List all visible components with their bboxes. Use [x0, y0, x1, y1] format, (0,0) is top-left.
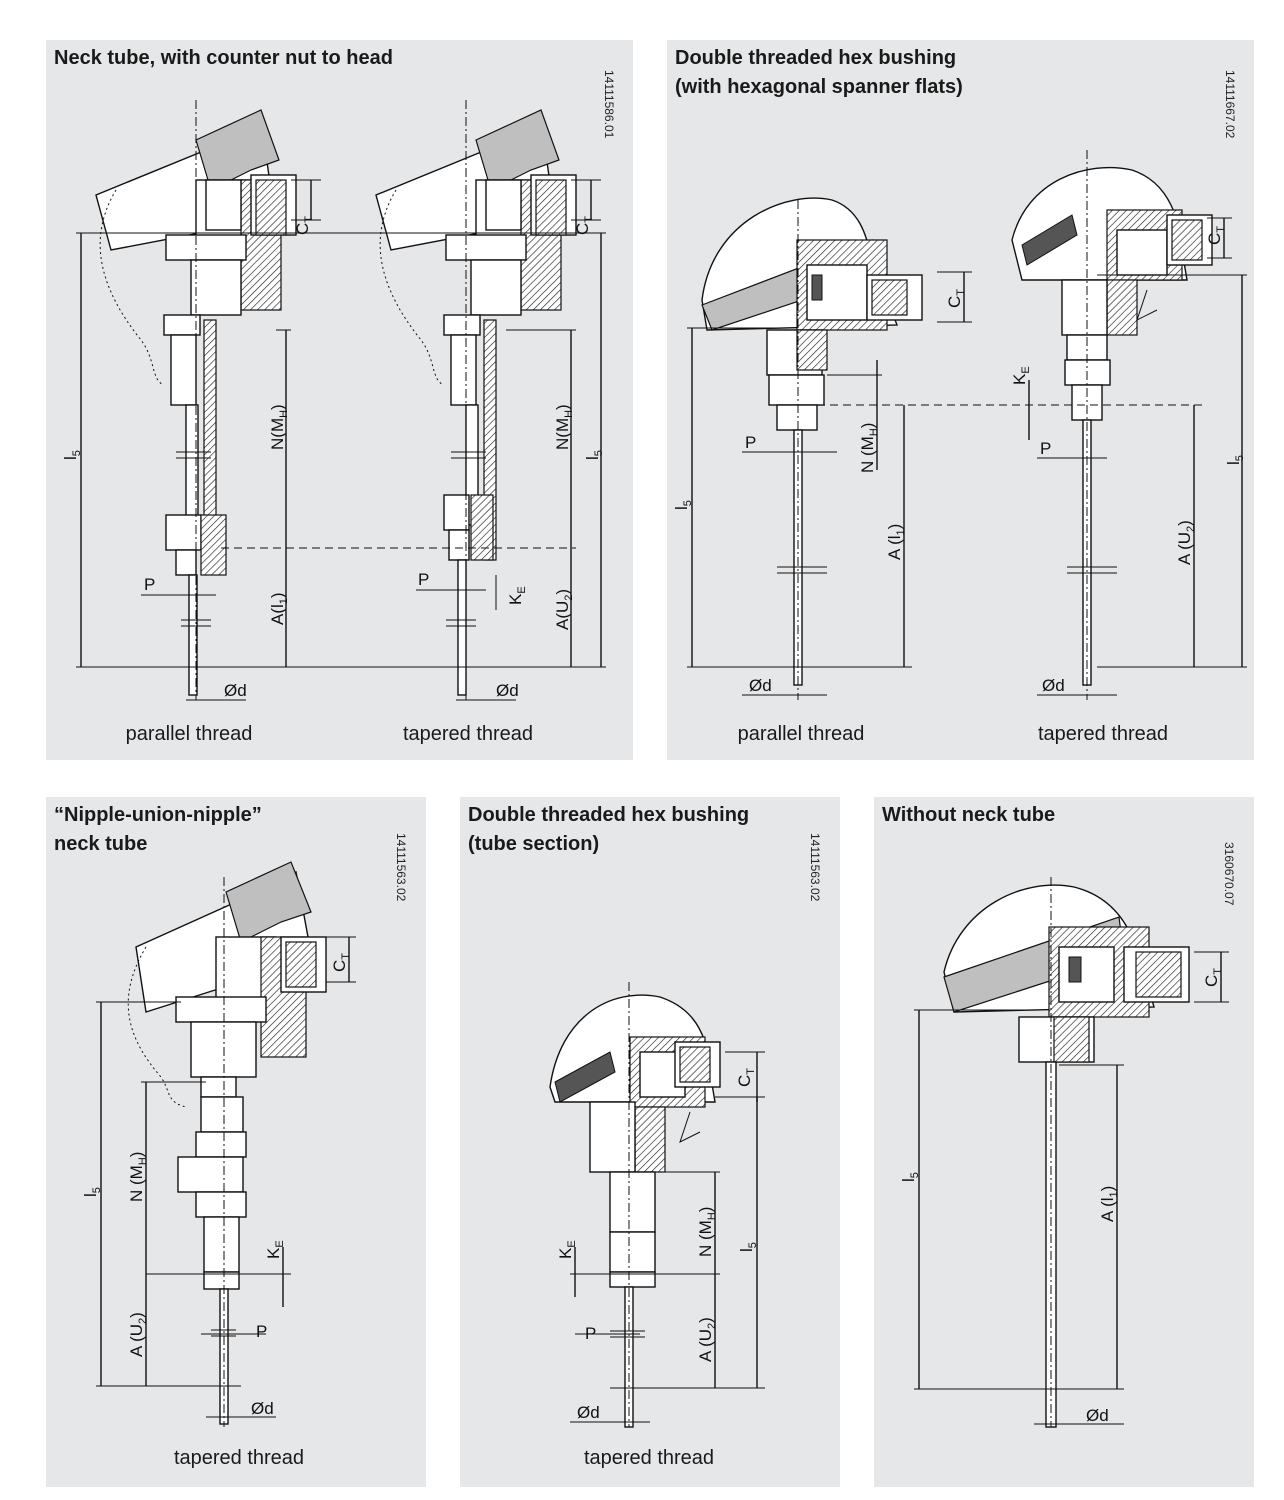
drawing-neck-tube-counter-nut: CT CT l5 l5 N(MH) N(MH) A(l1) A(U2) KE P…: [61, 100, 606, 701]
caption-tapered-thread: tapered thread: [173, 1447, 305, 1469]
label-a-l1: A (l1): [1098, 1186, 1120, 1222]
caption-parallel-thread: parallel thread: [737, 723, 865, 745]
label-ct: CT: [1202, 968, 1224, 987]
label-p: P: [585, 1324, 596, 1343]
drawing-hex-bushing-spanner-flats: CT CT l5 l5 N (MH) A (l1) A (U2) KE P P …: [672, 150, 1247, 700]
label-ct: CT: [293, 216, 315, 235]
panel-title: Double threaded hex bushing(with hexagon…: [675, 47, 963, 98]
label-a-u2: A (U2): [1175, 520, 1197, 565]
panel-nipple-union-nipple: “Nipple-union-nipple”neck tube 14111563.…: [46, 797, 426, 1487]
drawing-nipple-union-nipple: CT l5 N (MH) A (U2) KE P Ød: [81, 861, 356, 1427]
panel-title: “Nipple-union-nipple”neck tube: [54, 804, 262, 855]
label-ls: l5: [737, 1242, 759, 1252]
label-phi-d: Ød: [577, 1403, 600, 1422]
thermometer-tapered-thread: [1011, 150, 1213, 700]
caption-tapered-thread: tapered thread: [1037, 723, 1169, 745]
thermometer-tapered-thread: [127, 861, 327, 1427]
label-phi-d: Ød: [496, 681, 519, 700]
thermometer-parallel-thread: [701, 197, 923, 700]
label-p: P: [745, 433, 756, 452]
caption-tapered-thread: tapered thread: [583, 1447, 715, 1469]
label-a-u2: A(U2): [553, 589, 575, 630]
label-ls: l5: [899, 1172, 921, 1182]
label-phi-d: Ød: [1086, 1406, 1109, 1425]
thermometer-tapered-thread: [375, 100, 577, 700]
drawing-hex-bushing-tube-section: CT l5 N (MH) A (U2) KE P Ød: [549, 982, 765, 1428]
label-ls: l5: [1224, 455, 1246, 465]
dimensions: [76, 179, 606, 701]
thermometer-tapered-thread: [549, 982, 721, 1428]
label-ct: CT: [1205, 226, 1227, 245]
label-ls: l5: [583, 450, 605, 460]
caption-tapered-thread: tapered thread: [402, 723, 534, 745]
label-a-u2: A (U2): [696, 1317, 718, 1362]
label-a-u2: A (U2): [127, 1312, 149, 1357]
label-n-mh: N (MH): [858, 423, 880, 473]
label-a-l1: A (l1): [885, 524, 907, 560]
label-ls: l5: [672, 500, 694, 510]
label-ct: CT: [330, 953, 352, 972]
dimensions: [570, 1051, 765, 1423]
label-ke: KE: [556, 1240, 578, 1259]
label-ke: KE: [1010, 366, 1032, 385]
label-ke: KE: [506, 586, 528, 605]
label-p: P: [1040, 439, 1051, 458]
label-p: P: [256, 1322, 267, 1341]
label-n-mh: N(MH): [268, 404, 290, 450]
thermometer-without-neck-tube: [943, 877, 1190, 1428]
label-n-mh: N(MH): [553, 404, 575, 450]
label-phi-d: Ød: [224, 681, 247, 700]
label-ls: l5: [81, 1187, 103, 1197]
label-ls: l5: [61, 450, 83, 460]
dimensions: [96, 936, 356, 1418]
caption-parallel-thread: parallel thread: [125, 723, 253, 745]
label-phi-d: Ød: [251, 1399, 274, 1418]
panel-hex-bushing-spanner-flats: Double threaded hex bushing(with hexagon…: [667, 40, 1254, 760]
label-p: P: [418, 570, 429, 589]
label-n-mh: N (MH): [696, 1207, 718, 1257]
label-ct: CT: [945, 289, 967, 308]
label-p: P: [144, 575, 155, 594]
label-n-mh: N (MH): [127, 1152, 149, 1202]
dimensions: [687, 217, 1247, 696]
panel-title: Double threaded hex bushing(tube section…: [468, 804, 750, 855]
label-ct: CT: [573, 216, 595, 235]
label-phi-d: Ød: [1042, 676, 1065, 695]
panel-hex-bushing-tube-section: Double threaded hex bushing(tube section…: [460, 797, 840, 1487]
label-phi-d: Ød: [749, 676, 772, 695]
thermometer-parallel-thread: [95, 100, 297, 700]
dimensions: [914, 951, 1229, 1425]
drawing-without-neck-tube: CT l5 A (l1) Ød: [899, 877, 1229, 1428]
panel-title: Without neck tube: [882, 804, 1056, 826]
panel-neck-tube-counter-nut: Neck tube, with counter nut to head 1411…: [46, 40, 633, 760]
label-a-l1: A(l1): [268, 592, 290, 625]
panel-without-neck-tube: Without neck tube 3160670.07 C: [874, 797, 1254, 1487]
label-ct: CT: [735, 1068, 757, 1087]
label-ke: KE: [264, 1240, 286, 1259]
panel-title: Neck tube, with counter nut to head: [54, 47, 393, 69]
